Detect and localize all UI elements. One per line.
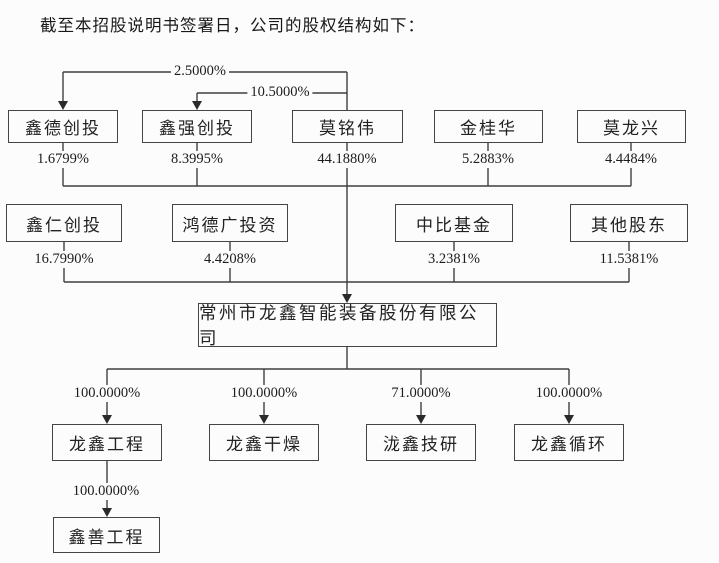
arrowhead-down-icon: [416, 415, 426, 424]
node-subsidiary-longxin-jiyan: 泷鑫技研: [366, 424, 476, 461]
node-label: 鑫德创投: [25, 119, 101, 138]
node-subsidiary-longxin-gongcheng: 龙鑫工程: [52, 424, 162, 461]
link-pct-mo-to-xinqiang: 10.5000%: [247, 84, 313, 101]
node-subsidiary-longxin-ganzao: 龙鑫干燥: [209, 424, 319, 461]
arrowhead-down-icon: [259, 415, 269, 424]
arrowhead-down-icon: [192, 101, 202, 110]
node-label: 金桂华: [460, 119, 517, 138]
pct-zhongbi-jijin: 3.2381%: [425, 251, 483, 268]
arrowhead-down-icon: [564, 415, 574, 424]
node-shareholder-xinren-chuangtou: 鑫仁创投: [6, 204, 122, 242]
node-label: 莫铭伟: [319, 119, 376, 138]
pct-xinren-chuangtou: 16.7990%: [31, 251, 97, 268]
pct-longxin-xunhuan: 100.0000%: [532, 385, 606, 402]
pct-other-shareholders: 11.5381%: [596, 251, 662, 268]
node-label: 鑫强创投: [159, 119, 235, 138]
pct-hongdeguang-touzi: 4.4208%: [201, 251, 259, 268]
pct-longxin-gongcheng: 100.0000%: [70, 385, 144, 402]
pct-xinde-chuangtou: 1.6799%: [34, 151, 92, 168]
node-company-longxin-intelligent-equipment: 常州市龙鑫智能装备股份有限公司: [198, 303, 497, 348]
node-label: 龙鑫循环: [531, 435, 607, 454]
pct-xinshan-gongcheng: 100.0000%: [69, 483, 143, 500]
node-label: 鸿德广投资: [182, 215, 278, 235]
node-label: 泷鑫技研: [383, 435, 459, 454]
node-label: 龙鑫干燥: [226, 435, 302, 454]
node-label: 鑫善工程: [68, 527, 145, 547]
pct-longxin-ganzao: 100.0000%: [227, 385, 301, 402]
node-label: 龙鑫工程: [69, 435, 145, 454]
arrowhead-down-icon: [102, 415, 112, 424]
node-shareholder-mo-mingwei: 莫铭伟: [292, 110, 403, 143]
arrowhead-down-icon: [58, 101, 68, 110]
link-pct-mo-to-xinde: 2.5000%: [171, 63, 229, 80]
pct-jin-guihua: 5.2883%: [459, 151, 517, 168]
node-subsidiary-longxin-xunhuan: 龙鑫循环: [514, 424, 624, 461]
node-label: 莫龙兴: [603, 119, 660, 138]
pct-xinqiang-chuangtou: 8.3995%: [168, 151, 226, 168]
page-title: 截至本招股说明书签署日，公司的股权结构如下：: [40, 16, 425, 35]
node-label: 其他股东: [591, 215, 667, 235]
arrowhead-down-icon: [102, 508, 112, 517]
node-label: 中比基金: [416, 215, 492, 235]
pct-mo-mingwei: 44.1880%: [314, 151, 380, 168]
node-shareholder-mo-longxing: 莫龙兴: [577, 110, 686, 143]
pct-mo-longxing: 4.4484%: [602, 151, 660, 168]
node-shareholder-other-shareholders: 其他股东: [570, 204, 688, 242]
node-shareholder-hongdeguang-touzi: 鸿德广投资: [172, 204, 288, 242]
node-shareholder-jin-guihua: 金桂华: [434, 110, 543, 143]
node-shareholder-xinqiang-chuangtou: 鑫强创投: [142, 110, 252, 143]
node-shareholder-zhongbi-jijin: 中比基金: [395, 204, 513, 242]
company-name: 常州市龙鑫智能装备股份有限公司: [199, 303, 479, 348]
node-subsidiary-xinshan-gongcheng: 鑫善工程: [53, 517, 160, 553]
arrowhead-down-icon: [342, 294, 352, 303]
node-label: 鑫仁创投: [26, 215, 102, 235]
node-shareholder-xinde-chuangtou: 鑫德创投: [8, 110, 118, 143]
pct-longxin-jiyan: 71.0000%: [388, 385, 454, 402]
